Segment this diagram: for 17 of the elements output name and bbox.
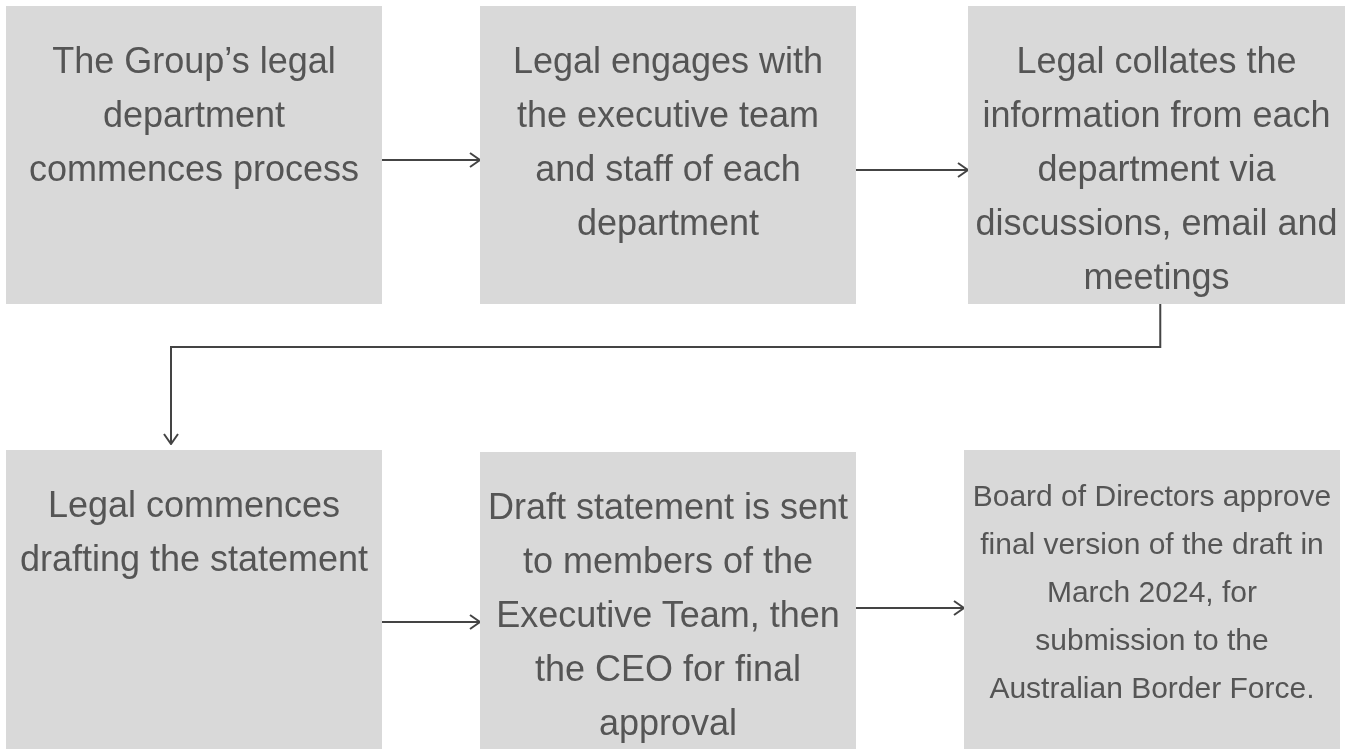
step-text: Legal commences drafting the statement [18,483,370,581]
arrow [381,614,481,630]
step-text: Legal collates the information from each department via discussions, email and meetings [974,39,1339,299]
process-box [968,6,1345,304]
step-text: Draft statement is sent to members of the Executive Team, then the CEO for final approval [486,485,850,745]
process-box [480,6,856,304]
step-text: The Group’s legal department commences process [27,39,361,191]
process-box [6,450,382,749]
arrow [381,152,481,168]
step-text: Board of Directors approve final version of the draft in March 2024, for submission to the Australian Border Force. [971,478,1333,706]
arrow [855,600,965,616]
process-box [964,450,1340,749]
arrow [163,303,1162,445]
arrow [855,162,969,178]
process-box [6,6,382,304]
step-text: Legal engages with the executive team and staff of each department [511,39,825,245]
process-box [480,452,856,749]
